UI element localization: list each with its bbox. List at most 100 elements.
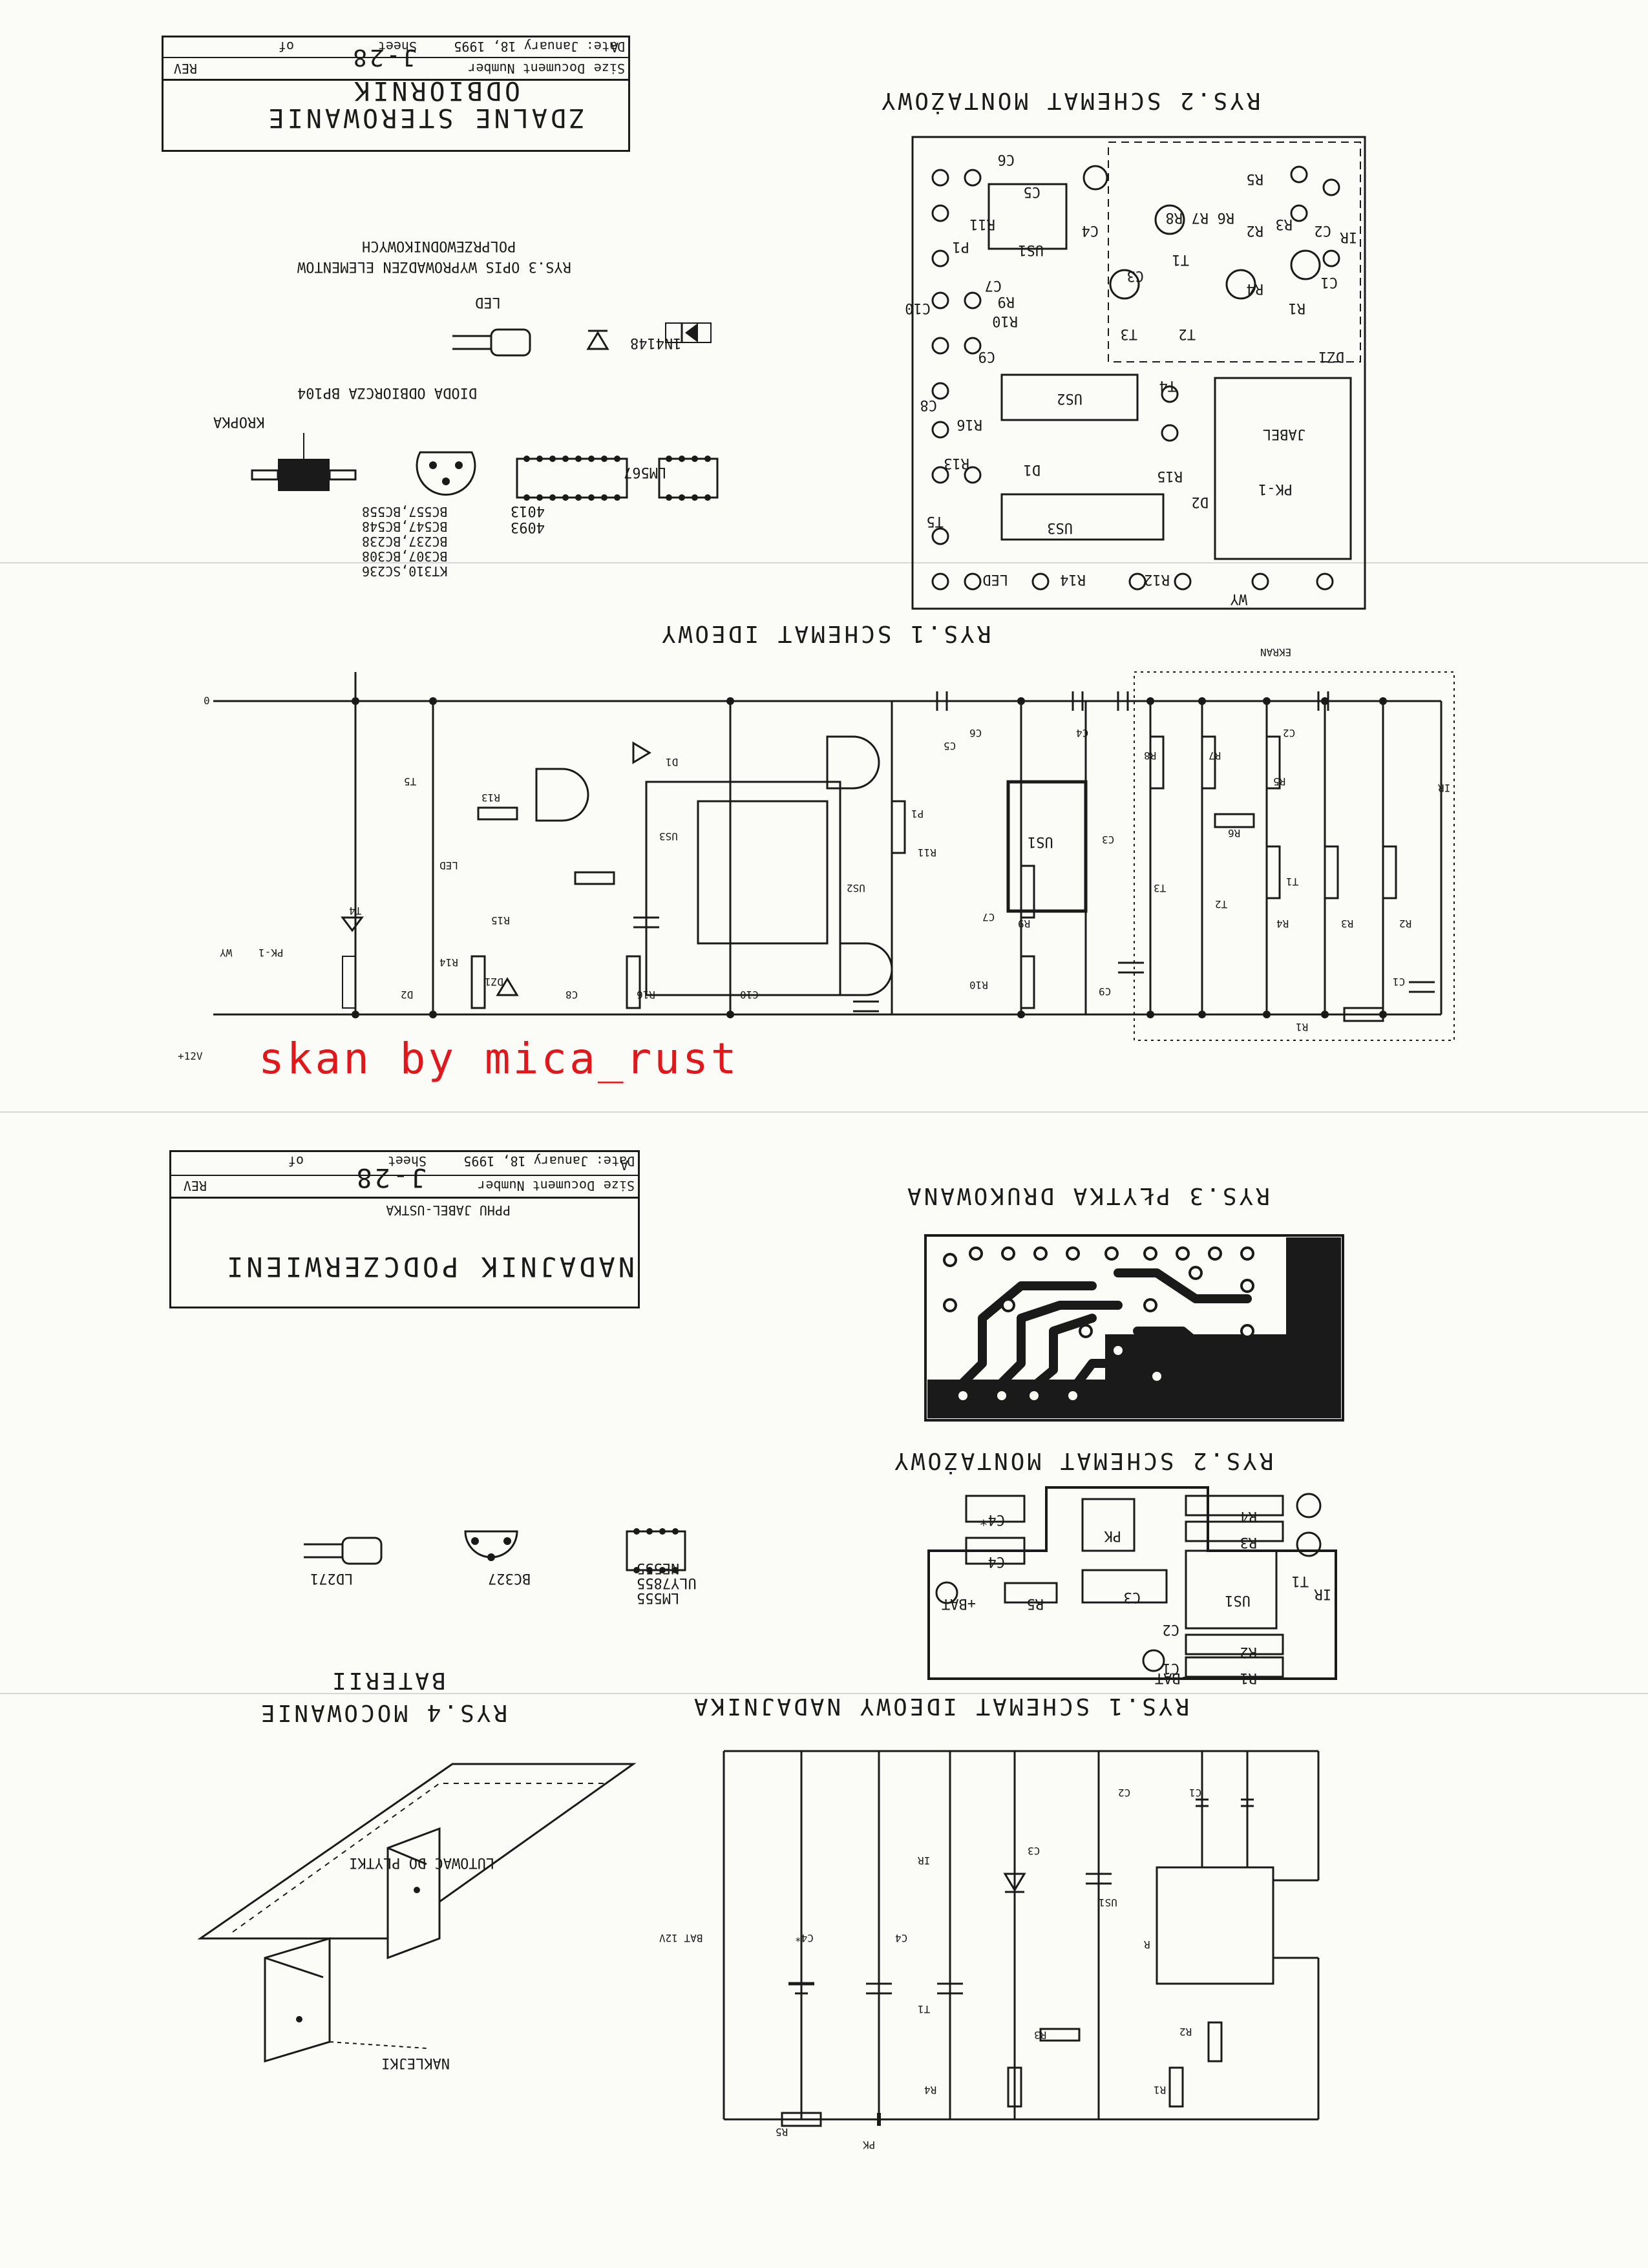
sch-c1: C1 [1393,976,1406,988]
sch-dz1: DZ1 [485,976,503,988]
sch-c9: C9 [1099,985,1112,998]
sch-r3: R3 [1341,918,1354,930]
sch2-c4star: C4* [795,1932,814,1944]
label-ne555: NE555 [637,1560,680,1576]
sch-r11: R11 [918,846,936,859]
rys3-caption-transmitter: RYS.3 PŁYTKA DRUKOWANA [905,1182,1270,1209]
svg-text:PK: PK [1104,1528,1121,1544]
rys3-caption-line1: RYS.3 OPIS WYPROWADZEN ELEMENTOW [297,258,571,275]
schematic-transmitter [723,1750,1320,2127]
sch2-c1: C1 [1189,1787,1202,1799]
svg-text:C1: C1 [1163,1660,1180,1676]
svg-text:R11: R11 [969,216,995,232]
label-kt310: KT310,SC236 [362,563,448,579]
sch-c2: C2 [1283,727,1296,739]
svg-text:R15: R15 [1157,468,1183,484]
rys3-caption-line2: POLPRZEWODNIKOWYCH [362,238,516,254]
sch-ir: IR [1438,782,1451,794]
sch-t3: T3 [1154,882,1167,894]
label-lm567: LM567 [624,464,667,480]
svg-text:R4: R4 [1240,1508,1258,1524]
sch2-c2: C2 [1118,1787,1131,1799]
tb-sheet-of: of [278,39,294,54]
rys4-caption-line2: BATERII [330,1667,446,1694]
tb-rev-label: REV [173,61,197,76]
sch-us3: US3 [659,830,678,843]
rys4-label-lutowac: LUTOWAC DO PLYTKI [349,1854,495,1871]
sch2-c4: C4 [895,1932,908,1944]
label-uly7855: ULY7855 [637,1575,697,1591]
schematic-receiver [213,671,1455,1041]
tb2-date-value: January 18, 1995 [463,1153,588,1169]
svg-text:R2: R2 [1240,1644,1258,1660]
svg-text:C7: C7 [985,277,1002,293]
battery-mounting-drawing [197,1763,637,2063]
sch-zero: 0 [204,695,210,707]
sch2-r5: R5 [776,2126,788,2138]
sch-d1: D1 [666,756,679,768]
svg-text:US1: US1 [1018,242,1044,258]
label-ekran: EKRAN [1260,646,1292,658]
sch-r9: R9 [1018,918,1031,930]
svg-text:R3: R3 [1240,1534,1258,1550]
svg-text:D2: D2 [1192,494,1209,510]
svg-text:R8: R8 [1166,209,1183,226]
svg-text:R16: R16 [956,416,982,432]
sch-c7: C7 [982,911,995,923]
tb2-sheet-label: Sheet [387,1153,427,1169]
tb-date-label: Date: [586,39,625,54]
sch-c6: C6 [969,727,982,739]
tb2-rev-label: REV [183,1178,207,1193]
svg-text:R1: R1 [1240,1670,1258,1686]
svg-text:C10: C10 [905,300,931,316]
sch-plus12v: +12V [178,1050,203,1062]
sch2-r4: R4 [924,2084,937,2096]
sch2-c3: C3 [1028,1845,1041,1857]
svg-text:DZ1: DZ1 [1318,348,1344,364]
tb-title-line1: ZDALNE STEROWANIE [265,103,585,132]
pcb-artwork [924,1234,1344,1422]
rys2-caption-transmitter: RYS.2 SCHEMAT MONTAŻOWY [892,1447,1274,1474]
tb2-company: PPHU JABEL-USTKA [386,1202,511,1218]
component-pinouts-receiver [251,322,719,501]
sch2-us1: US1 [1099,1896,1117,1909]
sch-d2: D2 [401,989,414,1001]
sch-t4: T4 [349,905,362,917]
svg-text:C5: C5 [1024,184,1041,200]
svg-text:R14: R14 [1060,571,1086,587]
tb2-doc-label: Document Number [478,1178,595,1193]
svg-text:C3: C3 [1127,268,1145,284]
svg-text:R10: R10 [992,313,1018,329]
assembly-diagram-receiver: C6 C5 C4 R5 R8 R7 R6 R3 R2 IR C2 C1 P1 R… [905,136,1366,610]
label-led: LED [475,294,501,310]
label-bc327: BC327 [488,1570,531,1586]
watermark: skan by mica_rust [259,1034,739,1084]
tb-doc-label: Document Number [468,61,585,76]
tb-sheet-label: Sheet [377,39,417,54]
svg-text:R5: R5 [1247,171,1264,187]
sch2-t1: T1 [918,2003,931,2015]
svg-text:R5: R5 [1027,1595,1044,1612]
svg-text:T4: T4 [1159,377,1177,394]
svg-text:US2: US2 [1057,390,1083,406]
sch-r4: R4 [1276,918,1289,930]
title-block-receiver-date: Date: January 18, 1995 Sheet of [162,36,630,58]
sch2-bat: BAT 12V [659,1932,703,1944]
sch2-r1: R1 [1154,2084,1167,2096]
sch-r8: R8 [1144,750,1157,762]
label-bc557: BC557,BC558 [362,504,448,520]
sch-p1: P1 [911,808,924,820]
label-bc237: BC237,BC238 [362,534,448,549]
svg-text:R3: R3 [1276,216,1293,232]
sch-us2: US2 [847,882,865,894]
svg-text:PK-1: PK-1 [1258,481,1293,497]
svg-text:JABEL: JABEL [1263,426,1305,442]
component-pinouts-transmitter [304,1528,686,1573]
sch2-r: R [1144,1938,1150,1951]
sch-wy: WY [220,947,233,959]
svg-text:T5: T5 [927,513,944,529]
tb2-sheet-of: of [288,1153,304,1169]
sch-c8: C8 [565,989,578,1001]
title-block-transmitter-date: Date: January 18, 1995 Sheet of [169,1150,640,1173]
svg-text:C2: C2 [1163,1621,1180,1637]
